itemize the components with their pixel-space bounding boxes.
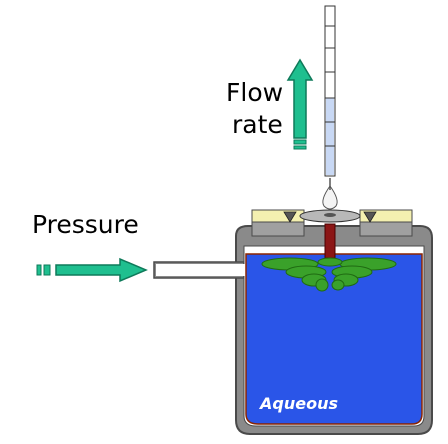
- aqueous-label: Aqueous: [260, 394, 338, 413]
- droplet: [322, 185, 338, 210]
- leaf-cluster: [261, 257, 397, 292]
- seal-right: [363, 211, 377, 223]
- seal-left: [283, 211, 297, 223]
- membrane-center: [324, 213, 336, 217]
- lid-plate-right: [359, 221, 413, 237]
- stem: [324, 223, 336, 259]
- inlet-gap: [236, 264, 248, 276]
- pressure-arrow-dash2: [36, 264, 42, 276]
- aqueous-liquid: [245, 253, 423, 425]
- capillary-tube: [324, 5, 336, 177]
- capillary-fill: [326, 98, 334, 175]
- flow-rate-label-line2: rate: [232, 110, 283, 139]
- pressure-arrow: [55, 257, 148, 283]
- flow-rate-label-line1: Flow: [226, 78, 284, 107]
- tube-tick-marks: [325, 25, 335, 147]
- flow-rate-arrow: [286, 58, 314, 139]
- flow-rate-arrow-dash2: [293, 145, 307, 150]
- pressure-arrow-dash1: [43, 264, 51, 276]
- flow-rate-arrow-dash1: [293, 139, 307, 145]
- inlet-pipe-bore: [156, 264, 248, 276]
- pressure-label: Pressure: [32, 210, 139, 239]
- lid-plate-left: [251, 221, 305, 237]
